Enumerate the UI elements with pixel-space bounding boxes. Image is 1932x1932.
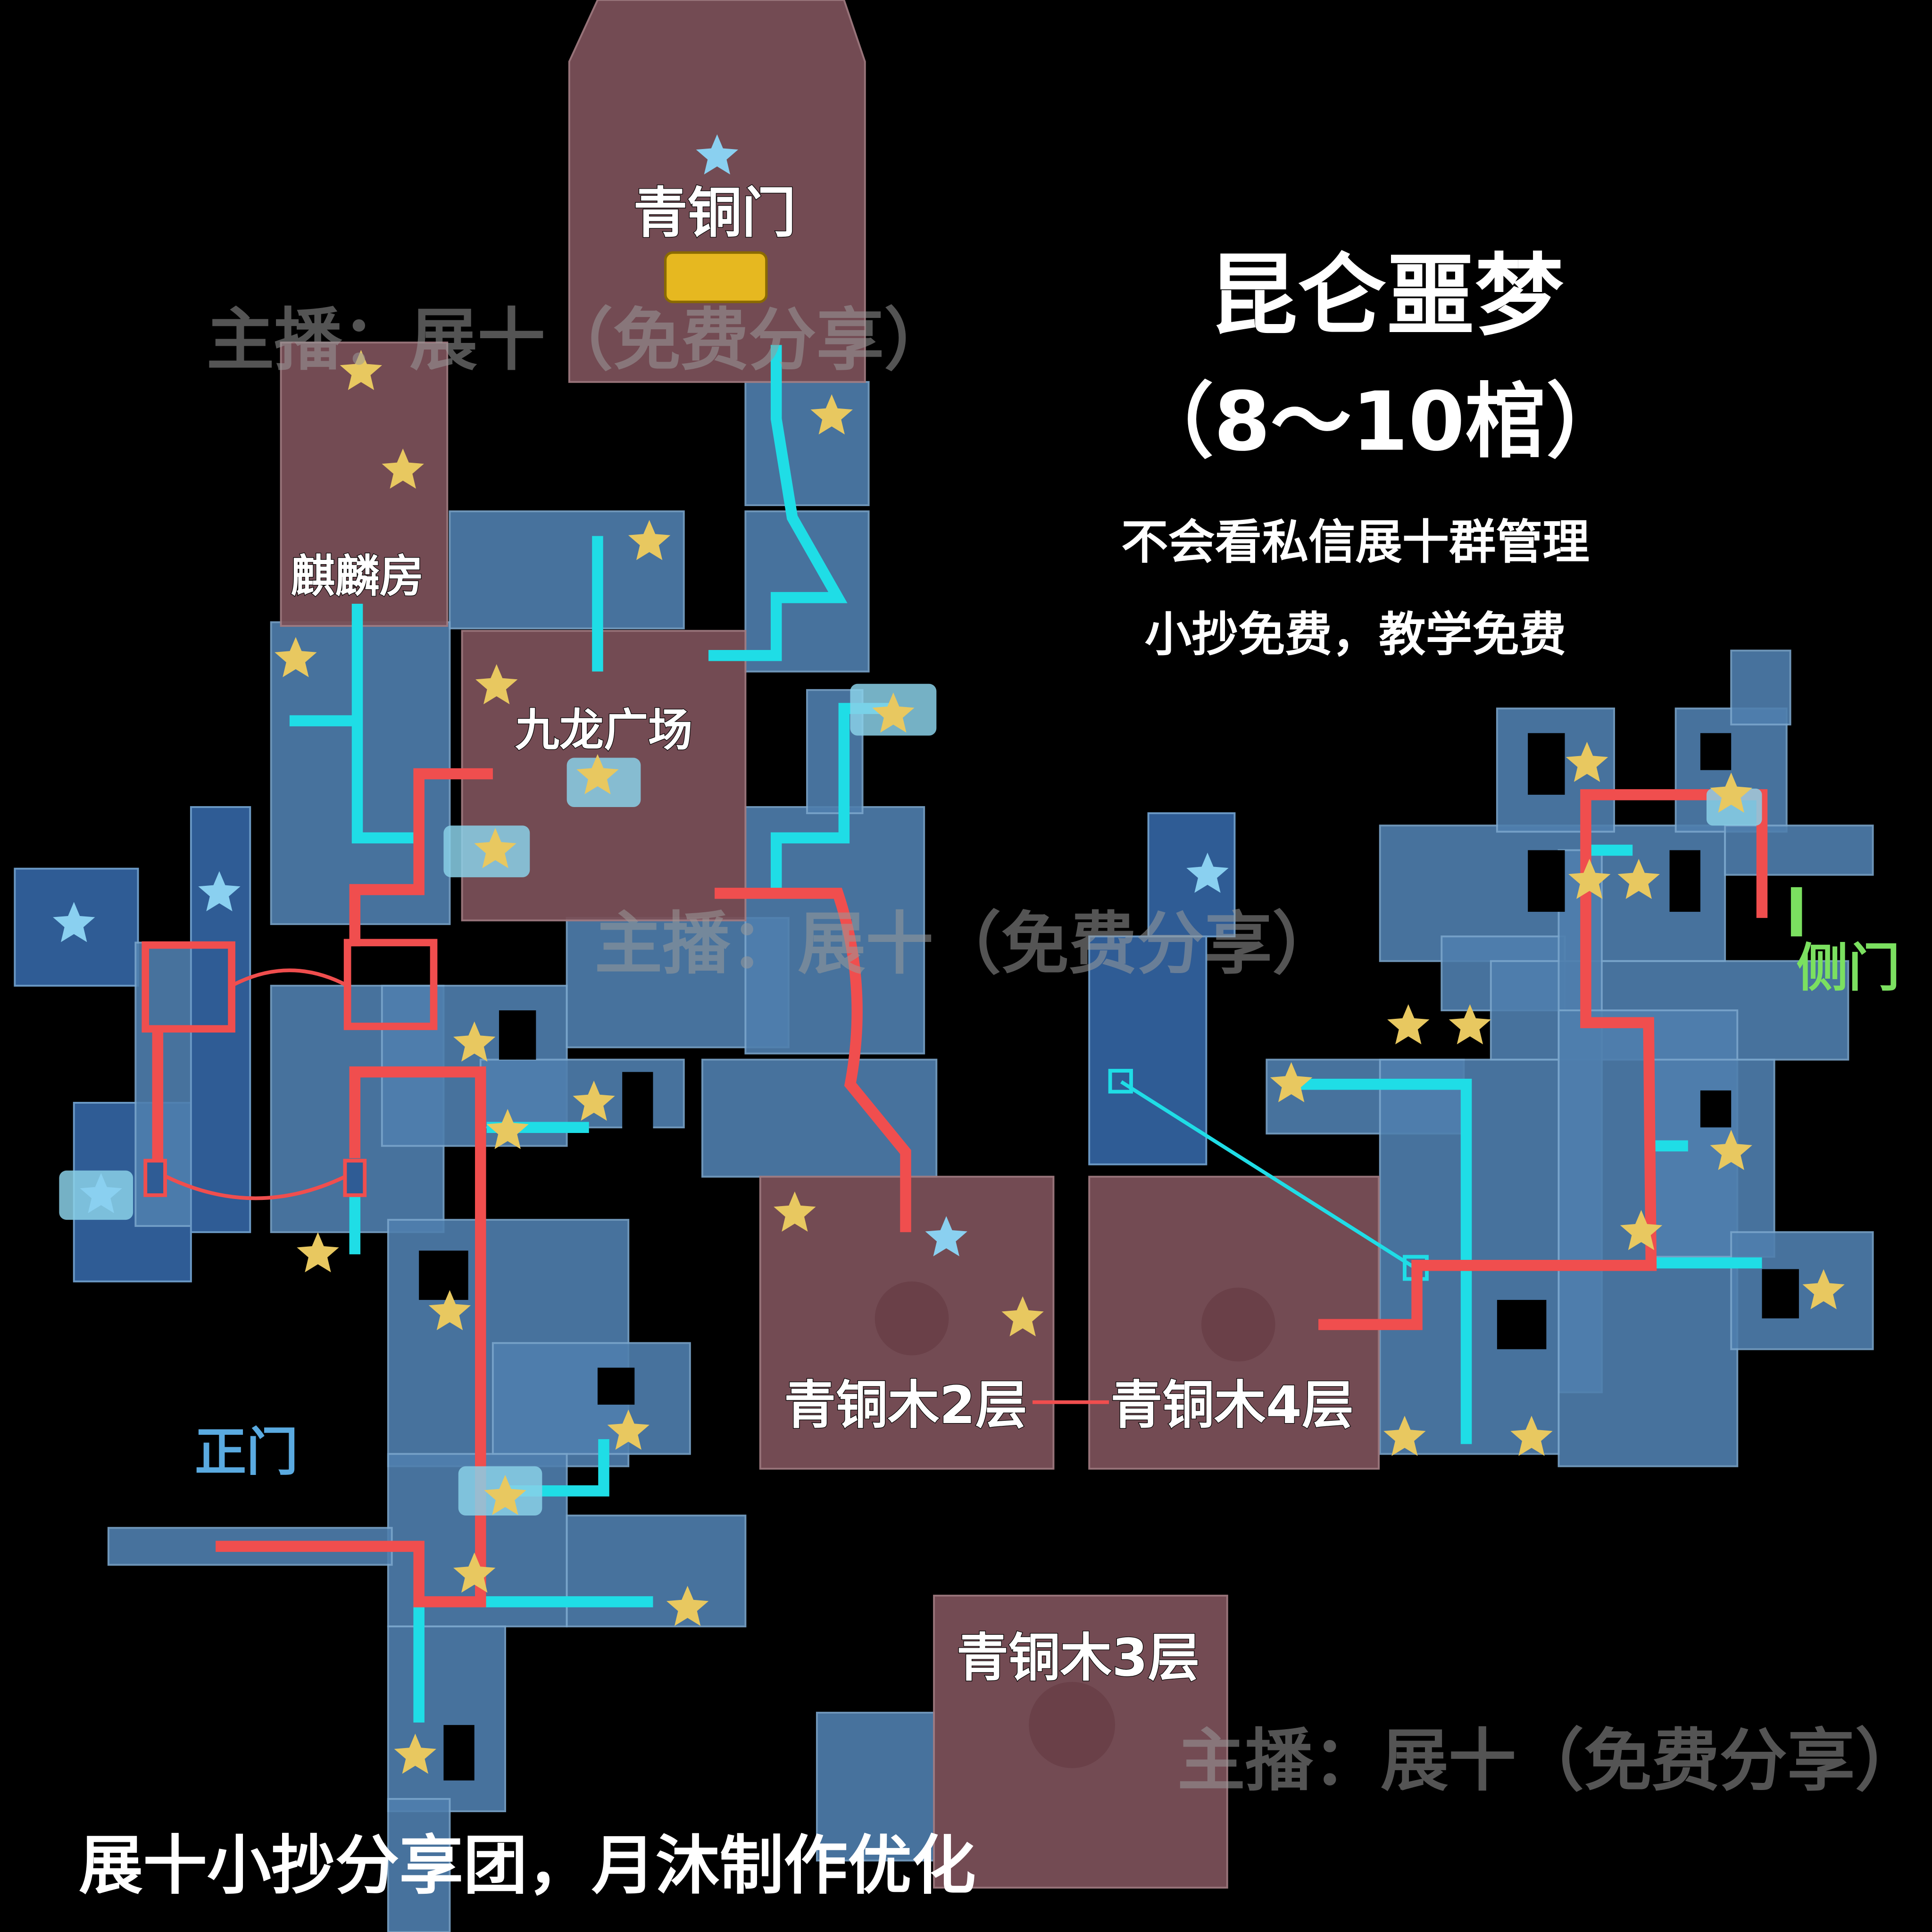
- label-nine-dragon-square: 九龙广场: [515, 705, 692, 756]
- cyan-routes: [289, 345, 1762, 1723]
- blue-star-icon: [1186, 852, 1229, 893]
- gold-star-icon: [1566, 741, 1608, 782]
- gold-star-icon: [275, 637, 317, 677]
- watermark: 主播：展十（免费分享）: [207, 301, 952, 380]
- gold-star-icon: [475, 664, 518, 705]
- labels: 青铜门 麒麟房 九龙广场 侧门 正门 青铜木2层 青铜木4层 青铜木3层 昆仑噩…: [79, 181, 1900, 1903]
- blue-star-icon: [198, 871, 241, 912]
- label-main-gate: 正门: [195, 1422, 298, 1482]
- blue-star-icon: [696, 134, 738, 175]
- gold-star-icon: [607, 1409, 650, 1450]
- gold-star-icon: [1387, 1004, 1430, 1045]
- gold-star-icon: [1449, 1004, 1491, 1045]
- note-1: 不会看私信展十群管理: [1121, 515, 1590, 569]
- gold-star-icon: [382, 448, 424, 489]
- label-side-gate: 侧门: [1797, 938, 1900, 998]
- label-qilin-room: 麒麟房: [291, 551, 424, 602]
- footer-credit: 展十小抄分享团，月沐制作优化: [79, 1829, 976, 1903]
- gold-star-icon: [1568, 858, 1611, 899]
- gold-star-icon: [666, 1585, 709, 1626]
- red-routes: [142, 768, 1802, 1607]
- gold-star-icon: [484, 1474, 526, 1516]
- gold-star-icon: [573, 1080, 615, 1121]
- gold-star-icon: [428, 1290, 471, 1331]
- label-bronze-gate: 青铜门: [633, 182, 796, 245]
- gold-star-icon: [1001, 1296, 1044, 1337]
- gold-star-icon: [810, 394, 853, 435]
- blue-star-icon: [925, 1216, 967, 1257]
- map-title: 昆仑噩梦: [1209, 244, 1564, 348]
- gold-star-icon: [1710, 772, 1752, 813]
- watermarks: 主播：展十（免费分享） 主播：展十（免费分享） 主播：展十（免费分享）: [207, 301, 1923, 1800]
- watermark: 主播：展十（免费分享）: [1177, 1722, 1923, 1800]
- gold-chest-icon: [664, 251, 768, 303]
- gold-star-icon: [1510, 1416, 1553, 1456]
- stars: [53, 134, 1845, 1774]
- gold-star-icon: [576, 754, 619, 794]
- gold-star-icon: [774, 1191, 816, 1232]
- gold-star-icon: [1710, 1130, 1752, 1170]
- gold-star-icon: [628, 520, 671, 560]
- note-2: 小抄免费，教学免费: [1145, 608, 1566, 662]
- gold-star-icon: [297, 1232, 339, 1273]
- gold-star-icon: [1383, 1416, 1426, 1456]
- coffin-count: （8～10棺）: [1133, 374, 1627, 469]
- pink-rooms: [280, 0, 1380, 1889]
- watermark: 主播：展十（免费分享）: [595, 905, 1340, 983]
- gold-star-icon: [1620, 1210, 1663, 1250]
- gold-star-icon: [486, 1109, 529, 1149]
- label-bronze-wood-4f: 青铜木4层: [1111, 1375, 1354, 1435]
- gold-star-icon: [394, 1733, 436, 1774]
- gold-star-icon: [1802, 1269, 1845, 1309]
- gold-star-icon: [474, 828, 516, 868]
- label-bronze-wood-2f: 青铜木2层: [784, 1375, 1027, 1435]
- chest-icon: [1706, 788, 1762, 826]
- label-bronze-wood-3f: 青铜木3层: [957, 1628, 1199, 1688]
- gold-star-icon: [1270, 1062, 1313, 1102]
- blue-star-icon: [80, 1173, 122, 1214]
- gold-star-icon: [453, 1552, 496, 1593]
- gold-star-icon: [453, 1021, 496, 1062]
- gold-star-icon: [340, 350, 383, 391]
- gold-star-icon: [1617, 858, 1660, 899]
- holes: [419, 733, 1799, 1781]
- blue-star-icon: [53, 902, 95, 942]
- gold-star-icon: [872, 692, 915, 733]
